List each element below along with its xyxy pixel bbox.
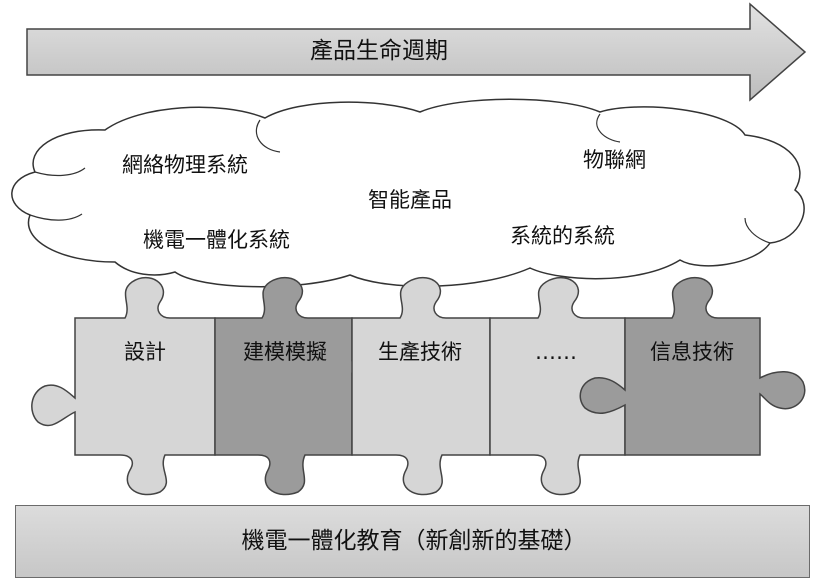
cloud-item-system-of-systems: 系統的系統 [510,224,615,248]
cloud-fold [744,217,771,244]
cloud-item-mechatronic-system: 機電一體化系統 [143,228,290,252]
lifecycle-label: 產品生命週期 [310,38,448,64]
puzzle-piece [351,276,491,496]
foundation-label: 機電一體化教育（新創新的基礎） [241,528,587,554]
piece-label-production: 生產技術 [378,340,462,364]
piece-label-ellipsis: …… [535,340,577,364]
piece-label-it: 信息技術 [650,340,734,364]
cloud-item-smart-product: 智能產品 [368,188,452,212]
cloud-item-iot: 物聯網 [583,148,646,172]
cloud-fold [596,113,621,143]
cloud-fold [255,119,281,153]
piece-label-design: 設計 [124,340,166,364]
piece-label-modeling: 建模模擬 [243,340,327,364]
cloud-item-cyber-physical: 網絡物理系統 [122,153,248,177]
puzzle-piece [579,276,806,456]
puzzle-piece [31,276,216,496]
foundation-box [15,505,810,578]
cloud-fold [34,167,86,177]
cloud-fold [29,213,83,221]
lifecycle-arrow [26,2,807,102]
